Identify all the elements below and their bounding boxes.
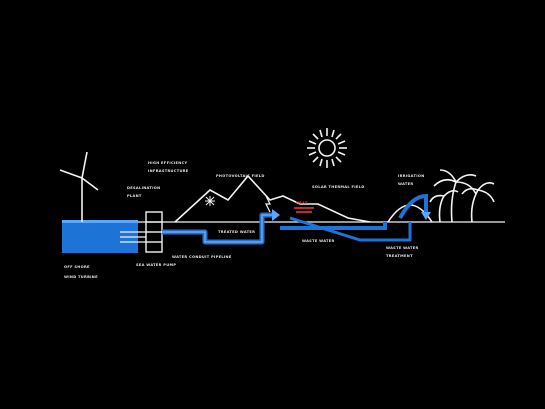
- palm-tree-icon: [429, 169, 495, 223]
- label-waste-water: WASTE WATER: [302, 239, 335, 243]
- label-treated-water: TREATED WATER: [218, 230, 255, 234]
- irrigation-pipe: [289, 216, 412, 242]
- label-pv-field: PHOTOVOLTAIC FIELD: [216, 174, 265, 178]
- label-infra-1: HIGH EFFICIENCY: [148, 161, 188, 165]
- treated-water-pipe: [280, 222, 387, 230]
- label-seawater-pump: SEA WATER PUMP: [136, 263, 176, 267]
- label-desal-2: PLANT: [127, 194, 142, 198]
- label-desal-1: DESALINATION: [127, 186, 160, 190]
- label-infra-2: INFRASTRUCTURE: [148, 169, 189, 173]
- heat-icon: [294, 207, 314, 213]
- irrigation-arrow-icon: [421, 212, 431, 220]
- label-offshore-2: WIND TURBINE: [64, 275, 98, 279]
- intake-pipes: [120, 231, 146, 243]
- label-heat: HEAT: [296, 201, 308, 205]
- label-irrigation-1: IRRIGATION: [398, 174, 425, 178]
- wind-turbine-icon: [59, 151, 99, 222]
- flow-arrow-icon: [272, 209, 280, 221]
- desalination-plant-icon: [145, 211, 163, 253]
- sea-water-surface: [62, 220, 138, 223]
- label-ww-treatment-2: TREATMENT: [386, 254, 413, 258]
- snowflake-icon: [205, 196, 215, 206]
- label-solar-field: SOLAR THERMAL FIELD: [312, 185, 365, 189]
- label-irrigation-2: WATER: [398, 182, 413, 186]
- label-water-canal: WATER CONDUIT PIPELINE: [172, 255, 232, 259]
- sun-icon: [307, 128, 347, 168]
- lightning-icon: [265, 195, 271, 213]
- label-offshore-1: OFF SHORE: [64, 265, 90, 269]
- mountain-ridge: [174, 174, 371, 223]
- irrigation-arc-pipe: [398, 193, 428, 219]
- label-ww-treatment-1: WASTE WATER: [386, 246, 419, 250]
